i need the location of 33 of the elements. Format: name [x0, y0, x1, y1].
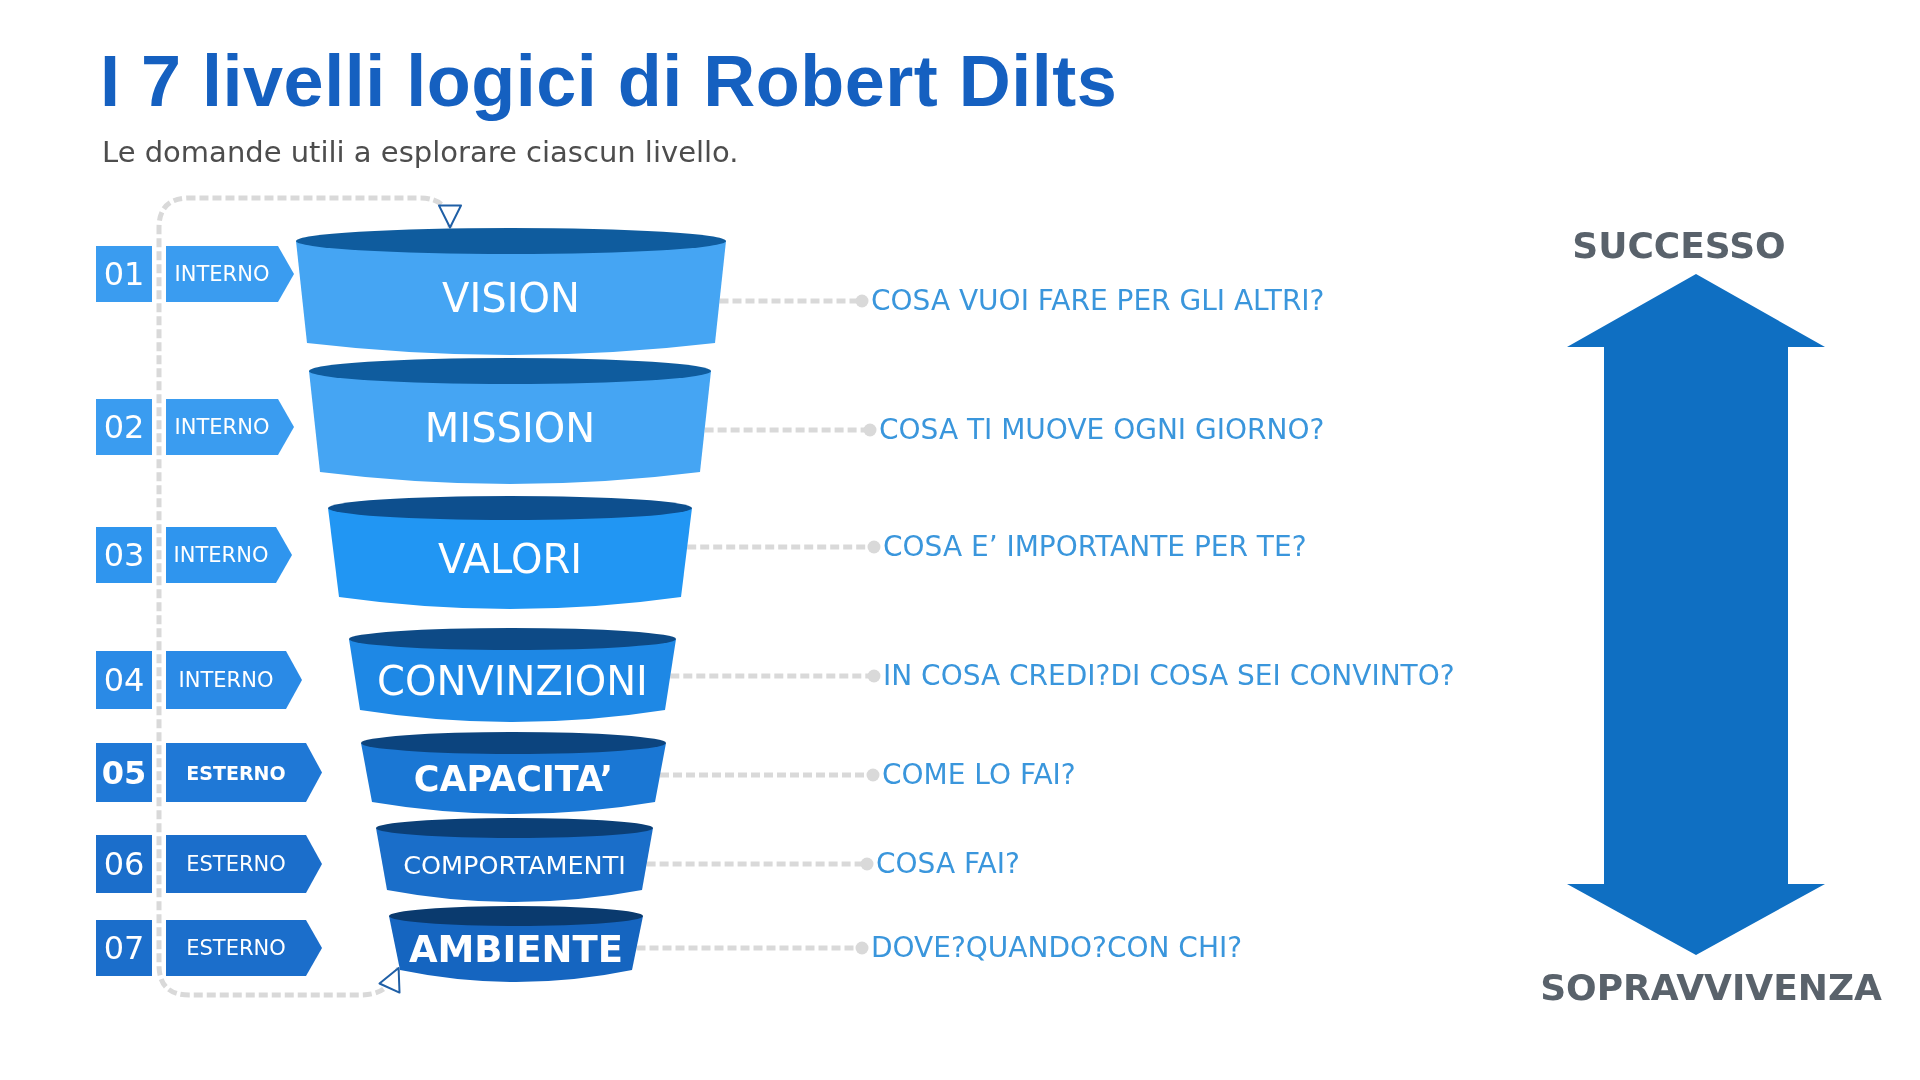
question-text: COSA VUOI FARE PER GLI ALTRI?	[871, 284, 1325, 318]
scale-label: SUCCESSO	[1572, 224, 1786, 268]
level-tag: ESTERNO	[166, 835, 322, 893]
level-tag: ESTERNO	[166, 743, 322, 802]
level-tag: INTERNO	[166, 527, 292, 583]
question-text: COSA TI MUOVE OGNI GIORNO?	[879, 413, 1325, 447]
leader-line	[646, 857, 874, 871]
title: I 7 livelli logici di Robert Dilts	[100, 40, 1118, 122]
scale-label: SOPRAVVIVENZA	[1540, 966, 1882, 1010]
leader-line	[687, 540, 881, 554]
level-tag: INTERNO	[166, 399, 294, 455]
level-tag: INTERNO	[166, 651, 302, 709]
question-text: DOVE?QUANDO?CON CHI?	[871, 931, 1243, 965]
leader-line	[670, 669, 881, 683]
number-tile: 06	[96, 835, 152, 893]
number-tile: 04	[96, 651, 152, 709]
leader-line	[660, 768, 880, 782]
question-text: IN COSA CREDI?DI COSA SEI CONVINTO?	[883, 659, 1455, 693]
leader-line	[636, 941, 869, 955]
question-text: COME LO FAI?	[882, 758, 1076, 792]
number-tile: 02	[96, 399, 152, 455]
number-tile: 07	[96, 920, 152, 976]
level-tag: INTERNO	[166, 246, 294, 302]
leader-line	[719, 294, 869, 308]
leader-line	[704, 423, 877, 437]
question-text: COSA FAI?	[876, 847, 1020, 881]
number-tile: 05	[96, 743, 152, 802]
dashed-arrow	[156, 195, 461, 998]
subtitle: Le domande utili a esplorare ciascun livello.	[102, 134, 739, 170]
question-text: COSA E’ IMPORTANTE PER TE?	[883, 530, 1307, 564]
number-tile: 01	[96, 246, 152, 302]
number-tile: 03	[96, 527, 152, 583]
level-tag: ESTERNO	[166, 920, 322, 976]
